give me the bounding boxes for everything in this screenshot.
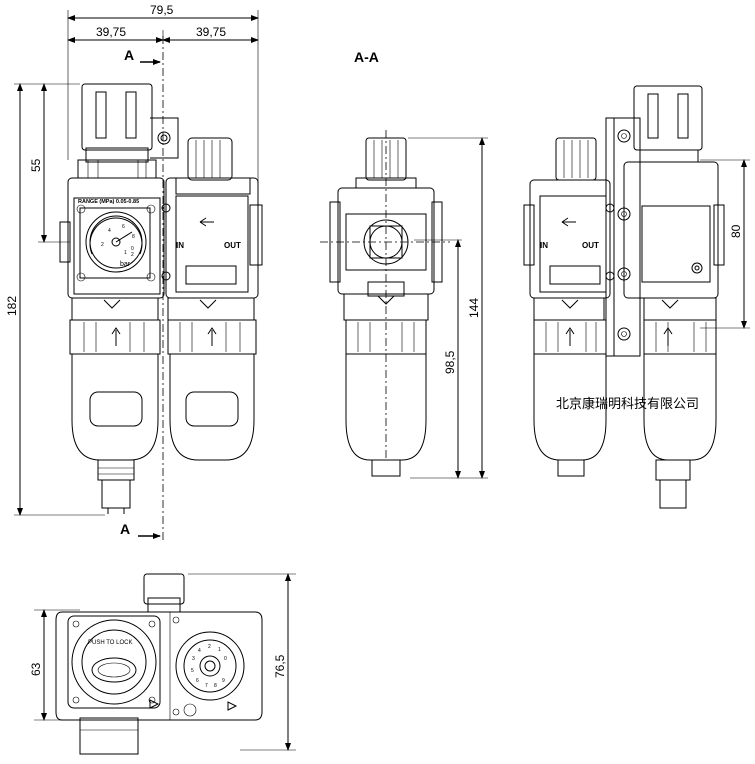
section-view xyxy=(320,130,488,479)
dim-height-144: 144 xyxy=(467,298,481,318)
dim-height-upper: 55 xyxy=(29,158,43,172)
section-marker-bottom: A xyxy=(120,521,130,537)
svg-text:3: 3 xyxy=(192,656,195,662)
svg-text:9: 9 xyxy=(222,678,225,684)
dim-overall-width: 79,5 xyxy=(150,3,174,17)
out-label-right: OUT xyxy=(582,241,599,250)
side-view xyxy=(523,85,750,509)
dim-half-right: 39,75 xyxy=(196,25,226,39)
gauge-tick-2: 2 xyxy=(101,242,104,248)
top-view: 3 4 2 1 0 5 6 7 8 9 xyxy=(34,573,296,755)
in-label: IN xyxy=(176,241,184,250)
push-to-lock-label: PUSH TO LOCK xyxy=(88,640,132,646)
section-marker-top: A xyxy=(124,47,134,63)
gauge-tick-1: 1 xyxy=(124,250,127,256)
out-label: OUT xyxy=(224,241,241,250)
dim-height-total: 182 xyxy=(5,296,19,316)
section-view-title: A-A xyxy=(354,49,379,65)
gauge-tick-2b: 2 xyxy=(131,252,134,258)
dim-half-left: 39,75 xyxy=(96,25,126,39)
dim-depth-63: 63 xyxy=(29,662,43,676)
dim-depth-76: 76,5 xyxy=(273,654,287,678)
bar-label: bar xyxy=(120,261,131,268)
svg-text:7: 7 xyxy=(205,683,208,689)
svg-text:8: 8 xyxy=(214,683,217,689)
company-name: 北京康瑞明科技有限公司 xyxy=(556,396,699,412)
front-view: 2 4 6 8 0 1 2 xyxy=(14,10,263,540)
svg-text:0: 0 xyxy=(224,656,227,662)
range-label: RANGE (MPa) 0.05-0.85 xyxy=(78,199,139,205)
svg-text:4: 4 xyxy=(198,648,201,654)
gauge-tick-8: 8 xyxy=(132,234,135,240)
dim-height-98: 98,5 xyxy=(443,350,457,374)
dim-height-80: 80 xyxy=(729,224,743,238)
svg-text:1: 1 xyxy=(218,647,221,653)
svg-text:2: 2 xyxy=(208,644,211,650)
in-label-right: IN xyxy=(540,241,548,250)
svg-text:5: 5 xyxy=(191,668,194,674)
gauge-tick-6: 6 xyxy=(122,224,125,230)
gauge-tick-0: 0 xyxy=(131,246,134,252)
gauge-tick-4: 4 xyxy=(108,228,111,234)
svg-text:6: 6 xyxy=(196,678,199,684)
